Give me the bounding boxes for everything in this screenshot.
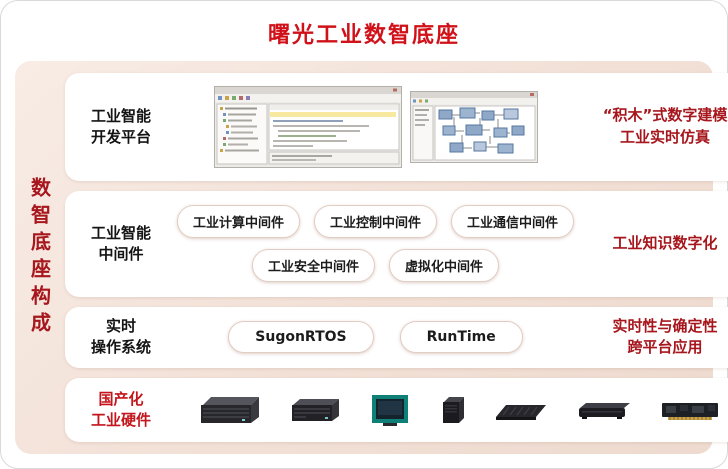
slim-device-icon (576, 399, 632, 421)
pill-sugonrtos: SugonRTOS (228, 321, 374, 354)
pill-comm-middleware: 工业通信中间件 (451, 205, 575, 239)
row-middleware: 工业智能 中间件 工业计算中间件 工业控制中间件 工业通信中间件 工业安全中间件… (65, 190, 728, 297)
compact-box-icon (439, 394, 467, 426)
dev-platform-label: 工业智能 开发平台 (90, 106, 151, 146)
rtos-benefit: 实时性与确定性 跨平台应用 (612, 316, 718, 357)
rack-server-icon (197, 393, 261, 427)
pill-security-middleware: 工业安全中间件 (252, 249, 376, 283)
row-rtos: 实时 操作系统 SugonRTOS RunTime 实时性与确定性 跨平台应用 (65, 306, 728, 369)
dev-platform-benefit: “积木”式数字建模 工业实时仿真 (602, 106, 728, 146)
hardware-icons (177, 392, 728, 428)
hardware-label: 国产化 工业硬件 (90, 390, 151, 430)
wedge-device-icon (494, 397, 548, 423)
sidebar: 数智底座构成 (15, 61, 65, 454)
pill-compute-middleware: 工业计算中间件 (177, 205, 301, 239)
page-title: 曙光工业数智底座 (267, 23, 460, 48)
ide-editor-screenshot-icon (213, 85, 402, 168)
rows-container: 工业智能 开发平台 (65, 61, 728, 454)
pill-runtime: RunTime (399, 321, 523, 354)
middleware-benefit: 工业知识数字化 (612, 233, 718, 252)
rtos-label: 实时 操作系统 (90, 317, 151, 357)
panel-pc-icon (369, 392, 411, 428)
pill-virtualization-middleware: 虚拟化中间件 (389, 249, 500, 283)
row-dev-platform: 工业智能 开发平台 (65, 73, 728, 181)
middleware-pills: 工业计算中间件 工业控制中间件 工业通信中间件 工业安全中间件 虚拟化中间件 (177, 205, 575, 283)
pill-control-middleware: 工业控制中间件 (314, 205, 438, 239)
main-panel: 数智底座构成 工业智能 开发平台 (15, 61, 728, 454)
rtos-pills: SugonRTOS RunTime (177, 321, 574, 354)
block-modeling-screenshot-icon (409, 90, 538, 163)
middleware-label: 工业智能 中间件 (90, 223, 151, 263)
dev-platform-screenshots (177, 85, 574, 168)
embedded-board-icon (660, 397, 720, 423)
box-server-icon (289, 395, 341, 425)
sidebar-label: 数智底座构成 (27, 176, 52, 339)
row-hardware: 国产化 工业硬件 (65, 378, 728, 442)
